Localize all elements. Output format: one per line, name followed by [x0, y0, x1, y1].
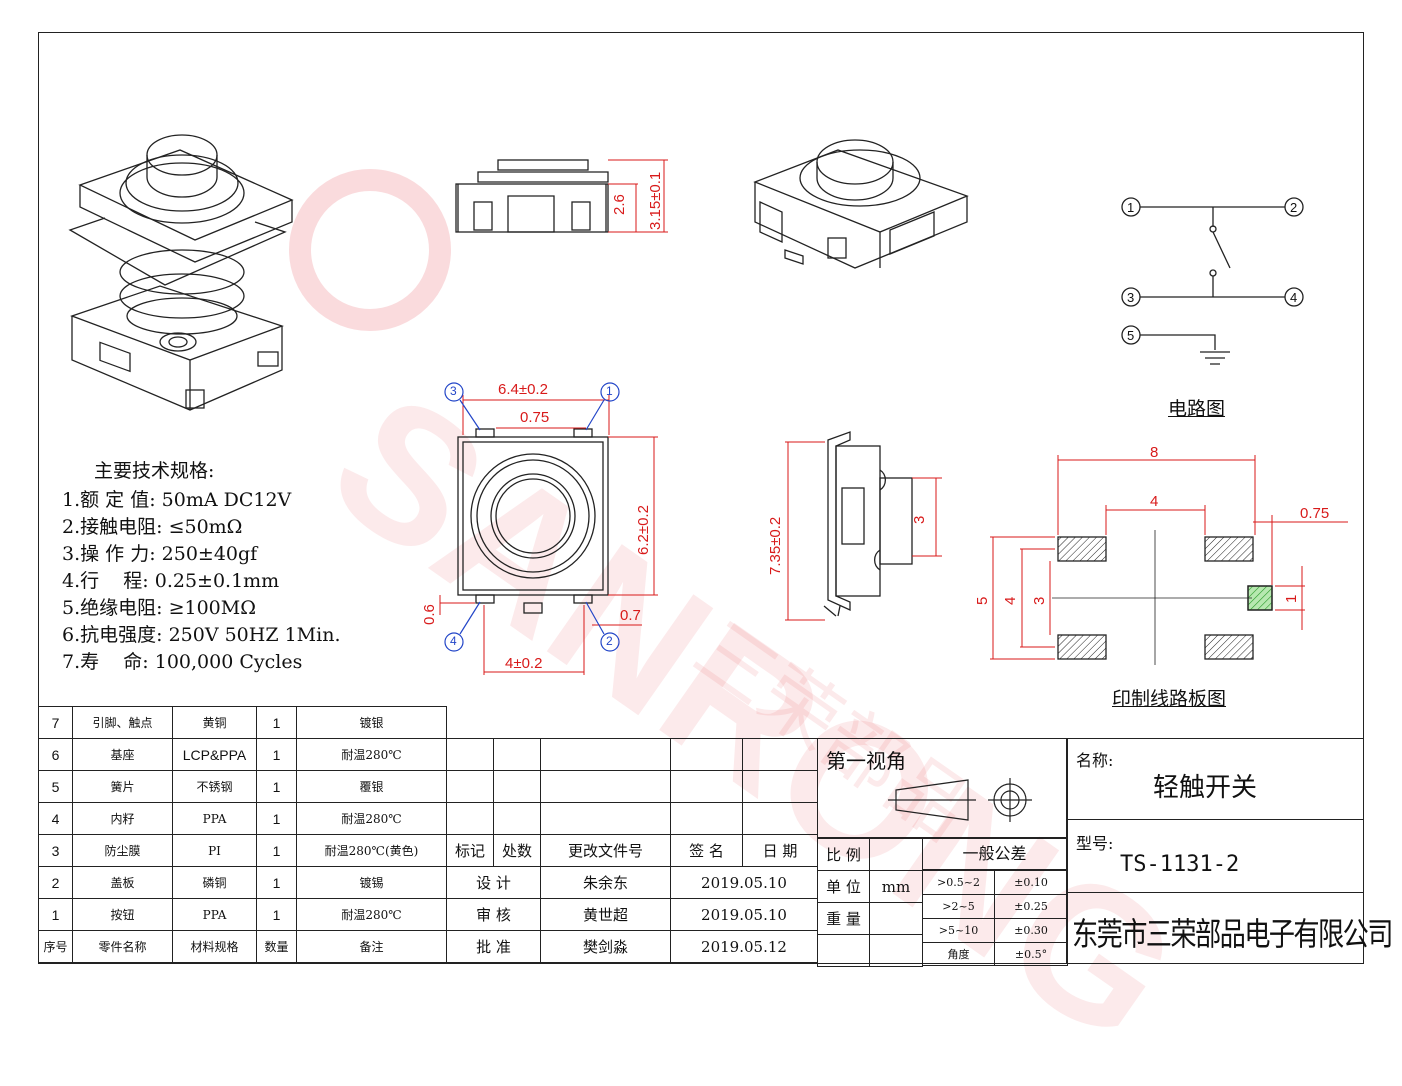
table-header-row: 标记处数更改文件号签 名日 期	[446, 834, 818, 867]
dim-profile-height: 7.35±0.2	[767, 516, 784, 575]
circuit-pin-4: 4	[1290, 290, 1298, 305]
table-row: 重 量	[817, 902, 923, 935]
iso-view	[753, 139, 969, 269]
projection-symbol	[888, 778, 1032, 822]
dim-side-height: 2.6	[611, 194, 628, 215]
drawing-canvas	[68, 134, 1348, 822]
table-row: 角度±0.5°	[922, 942, 1068, 966]
spec-line: 1.额 定 值: 50mA DC12V	[62, 489, 292, 511]
part-name: 轻触开关	[1153, 773, 1258, 803]
table-row	[446, 770, 818, 803]
projection-label: 第一视角	[826, 749, 906, 773]
circuit-pin-1: 1	[1127, 200, 1135, 215]
dim-pcb-pitch: 4	[1150, 493, 1159, 510]
watermark-logo	[289, 169, 451, 331]
table-row: >5~10±0.30	[922, 918, 1068, 943]
table-row: >2~5±0.25	[922, 894, 1068, 919]
tolerance-table: >0.5~2±0.10 >2~5±0.25 >5~10±0.30 角度±0.5°	[922, 870, 1068, 966]
pin-3-label: 3	[450, 384, 457, 398]
pin-4-label: 4	[450, 634, 457, 648]
dim-pin-width: 0.75	[520, 409, 550, 426]
profile-view	[823, 431, 913, 617]
table-row: >0.5~2±0.10	[922, 870, 1068, 895]
top-view	[457, 428, 609, 614]
dim-pcb-height: 5	[974, 596, 991, 605]
dim-plunger-height: 3	[911, 515, 928, 524]
profile-dims	[785, 441, 942, 621]
dim-side-total: 3.15±0.1	[647, 171, 664, 230]
exploded-view	[68, 134, 294, 411]
title-block-model: 型号: TS-1131-2	[1067, 819, 1364, 893]
dim-pcb-width: 8	[1150, 444, 1159, 461]
pcb-caption: 印制线路板图	[1112, 688, 1227, 710]
pin-callouts	[444, 382, 620, 652]
table-row	[817, 934, 923, 967]
model-number: TS-1131-2	[1120, 852, 1240, 877]
spec-line: 7.寿 命: 100,000 Cycles	[62, 651, 303, 673]
dim-pcb-gnd: 1	[1283, 594, 1300, 603]
spec-line: 6.抗电强度: 250V 50HZ 1Min.	[62, 624, 341, 646]
specs-title: 主要技术规格:	[94, 460, 215, 482]
dim-pin-offset: 0.7	[620, 607, 641, 624]
unit-value: mm	[869, 870, 923, 903]
dim-pcb-inner: 3	[1031, 596, 1048, 605]
tolerance-block: 一般公差 >0.5~2±0.10 >2~5±0.25 >5~10±0.30 角度…	[922, 838, 1068, 966]
pin-2-label: 2	[606, 634, 613, 648]
spec-line: 5.绝缘电阻: ≥100MΩ	[62, 597, 256, 619]
spec-line: 4.行 程: 0.25±0.1mm	[62, 570, 280, 592]
table-row: 比 例	[817, 838, 923, 871]
table-header-row: 序号零件名称材料规格数量备注	[38, 930, 447, 963]
dim-pin-depth: 0.6	[421, 604, 438, 625]
table-row	[446, 802, 818, 835]
dim-top-width: 6.4±0.2	[498, 381, 548, 398]
drawing-frame	[38, 32, 1364, 964]
spec-line: 3.操 作 力: 250±40gf	[62, 543, 258, 565]
side-view-dims	[608, 159, 668, 233]
table-row	[446, 738, 818, 771]
pin-1-label: 1	[606, 384, 613, 398]
pcb-dims	[990, 455, 1348, 660]
top-view-dims	[439, 395, 658, 675]
dim-pcb-row-pitch: 4	[1002, 596, 1019, 605]
circuit-pin-5: 5	[1127, 328, 1135, 343]
pcb-layout	[1052, 530, 1273, 665]
circuit-pin-3: 3	[1127, 290, 1135, 305]
title-block-company: 东莞市三荣部品电子有限公司	[1067, 892, 1393, 964]
circuit-diagram	[1121, 197, 1304, 365]
projection-box: 第一视角	[817, 738, 1067, 838]
dim-top-height: 6.2±0.2	[635, 505, 652, 555]
title-block-name: 名称: 轻触开关	[1067, 738, 1364, 820]
company-name: 东莞市三荣部品电子有限公司	[1072, 915, 1393, 953]
name-label: 名称:	[1076, 751, 1114, 770]
spec-line: 2.接触电阻: ≤50mΩ	[62, 516, 243, 538]
model-label: 型号:	[1076, 834, 1114, 853]
circuit-pin-2: 2	[1290, 200, 1298, 215]
dim-pin-pitch: 4±0.2	[505, 655, 543, 672]
tolerance-title: 一般公差	[923, 839, 1066, 870]
specs-list: 1.额 定 值: 50mA DC12V 2.接触电阻: ≤50mΩ 3.操 作 …	[62, 491, 340, 680]
dim-pcb-pad: 0.75	[1300, 505, 1330, 522]
circuit-caption: 电路图	[1168, 398, 1226, 420]
side-view	[455, 159, 609, 233]
